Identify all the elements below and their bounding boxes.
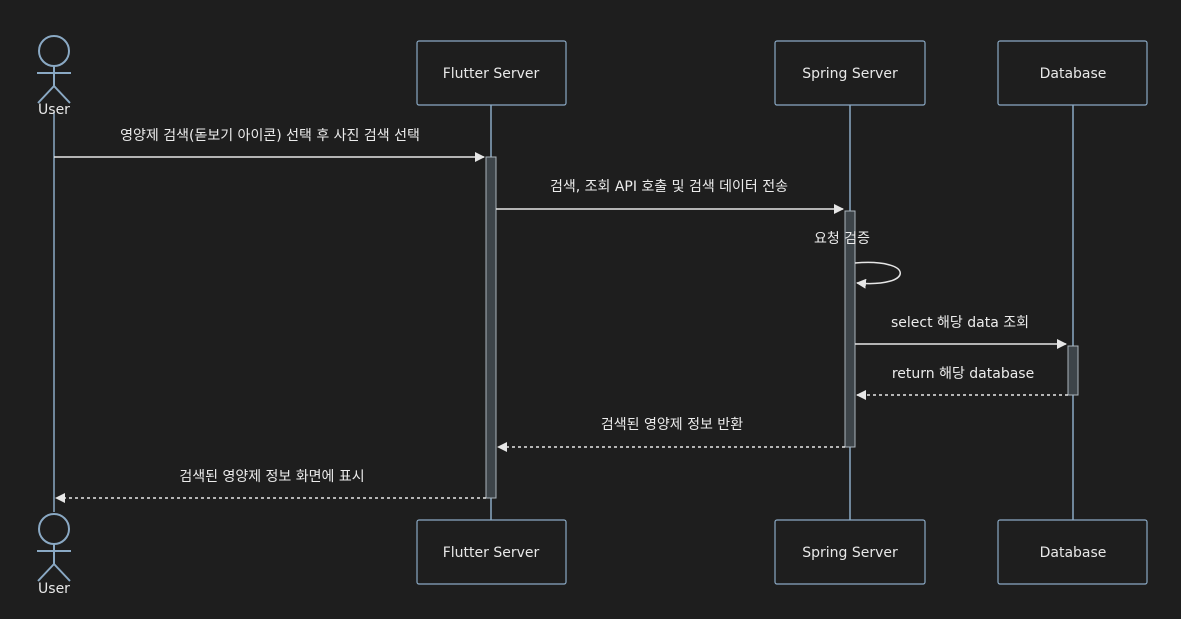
spring-activation	[844, 210, 856, 448]
database-box-bottom: Database	[997, 519, 1148, 585]
message-display-results: 검색된 영양제 정보 화면에 표시	[55, 469, 486, 503]
spring-box-top: Spring Server	[774, 40, 926, 106]
message-label: return 해당 database	[892, 366, 1034, 382]
message-return-database: return 해당 database	[856, 366, 1068, 400]
actor-head	[38, 513, 70, 545]
message-select-data: select 해당 data 조회	[855, 315, 1067, 349]
database-label-top: Database	[1040, 66, 1107, 82]
message-label: 요청 검증	[814, 231, 870, 247]
actor-right-leg	[53, 563, 71, 582]
spring-label-bottom: Spring Server	[802, 545, 898, 561]
message-validate-request: 요청 검증	[814, 231, 901, 289]
self-loop-arrow	[854, 261, 901, 289]
actor-left-leg	[37, 563, 55, 582]
flutter-activation	[485, 156, 497, 499]
actor-left-leg	[37, 85, 55, 104]
message-label: 검색된 영양제 정보 반환	[601, 417, 743, 433]
spring-label-top: Spring Server	[802, 66, 898, 82]
message-label: select 해당 data 조회	[891, 315, 1029, 331]
message-label: 검색, 조회 API 호출 및 검색 데이터 전송	[550, 179, 788, 195]
database-box-top: Database	[997, 40, 1148, 106]
flutter-label-top: Flutter Server	[443, 66, 540, 82]
flutter-label-bottom: Flutter Server	[443, 545, 540, 561]
message-call-search-api: 검색, 조회 API 호출 및 검색 데이터 전송	[496, 179, 844, 214]
message-label: 검색된 영양제 정보 화면에 표시	[179, 469, 364, 485]
user-label-top: User	[38, 102, 70, 118]
actor-head	[38, 35, 70, 67]
actor-right-leg	[53, 85, 71, 104]
message-return-results: 검색된 영양제 정보 반환	[497, 417, 845, 452]
flutter-box-top: Flutter Server	[416, 40, 567, 106]
user-actor-top: User	[37, 35, 71, 118]
flutter-box-bottom: Flutter Server	[416, 519, 567, 585]
database-label-bottom: Database	[1040, 545, 1107, 561]
user-actor-bottom: User	[37, 513, 71, 597]
message-label: 영양제 검색(돋보기 아이콘) 선택 후 사진 검색 선택	[120, 128, 420, 144]
spring-box-bottom: Spring Server	[774, 519, 926, 585]
message-select-photo-search: 영양제 검색(돋보기 아이콘) 선택 후 사진 검색 선택	[54, 128, 485, 162]
user-label-bottom: User	[38, 581, 70, 597]
database-activation	[1067, 345, 1079, 396]
